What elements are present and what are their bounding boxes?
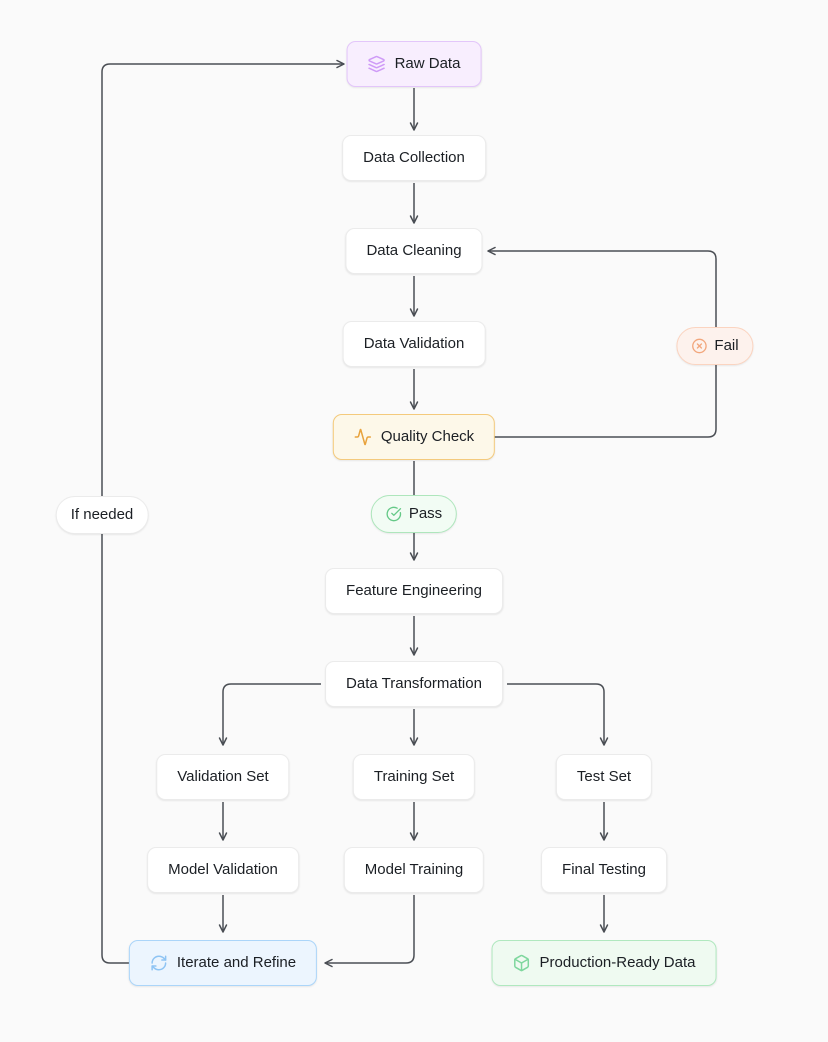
node-label: Model Validation	[168, 861, 278, 878]
node-label: Production-Ready Data	[539, 954, 696, 971]
edge-transformation-validationset	[218, 683, 321, 746]
node-label: Validation Set	[177, 768, 269, 785]
node-label: Test Set	[576, 768, 632, 785]
node-label: Training Set	[373, 768, 455, 785]
node-quality-check[interactable]: Quality Check	[332, 414, 496, 460]
edge-label-text: If needed	[70, 506, 134, 523]
node-label: Final Testing	[562, 861, 646, 878]
node-training-set[interactable]: Training Set	[352, 754, 476, 800]
activity-icon	[354, 428, 372, 446]
node-final-testing[interactable]: Final Testing	[541, 847, 667, 893]
x-circle-icon	[691, 338, 707, 354]
edge-label-text: Pass	[408, 505, 443, 522]
refresh-icon	[150, 954, 168, 972]
node-model-training[interactable]: Model Training	[343, 847, 485, 893]
edge-transformation-testset	[507, 683, 609, 746]
node-label: Data Cleaning	[366, 242, 462, 259]
node-data-collection[interactable]: Data Collection	[342, 135, 486, 181]
node-feature-engineering[interactable]: Feature Engineering	[325, 568, 503, 614]
node-label: Data Collection	[363, 149, 465, 166]
node-label: Data Transformation	[346, 675, 482, 692]
edge-label-pass[interactable]: Pass	[370, 495, 458, 533]
node-data-validation[interactable]: Data Validation	[342, 321, 486, 367]
node-label: Feature Engineering	[346, 582, 482, 599]
node-validation-set[interactable]: Validation Set	[156, 754, 290, 800]
node-raw-data[interactable]: Raw Data	[346, 41, 482, 87]
edge-label-if-needed[interactable]: If needed	[55, 496, 149, 534]
edge-label-text: Fail	[714, 337, 739, 354]
node-data-cleaning[interactable]: Data Cleaning	[345, 228, 483, 274]
layers-icon	[368, 55, 386, 73]
node-label: Model Training	[364, 861, 464, 878]
check-circle-icon	[386, 506, 402, 522]
node-label: Data Validation	[363, 335, 465, 352]
node-iterate-and-refine[interactable]: Iterate and Refine	[128, 940, 318, 986]
node-label: Raw Data	[394, 55, 461, 72]
node-label: Quality Check	[380, 428, 475, 445]
package-icon	[513, 954, 531, 972]
node-test-set[interactable]: Test Set	[555, 754, 653, 800]
node-data-transformation[interactable]: Data Transformation	[325, 661, 503, 707]
edge-modeltraining-iterate	[324, 895, 415, 968]
edge-label-fail[interactable]: Fail	[676, 327, 754, 365]
node-model-validation[interactable]: Model Validation	[147, 847, 299, 893]
node-production-ready-data[interactable]: Production-Ready Data	[491, 940, 717, 986]
node-label: Iterate and Refine	[176, 954, 297, 971]
